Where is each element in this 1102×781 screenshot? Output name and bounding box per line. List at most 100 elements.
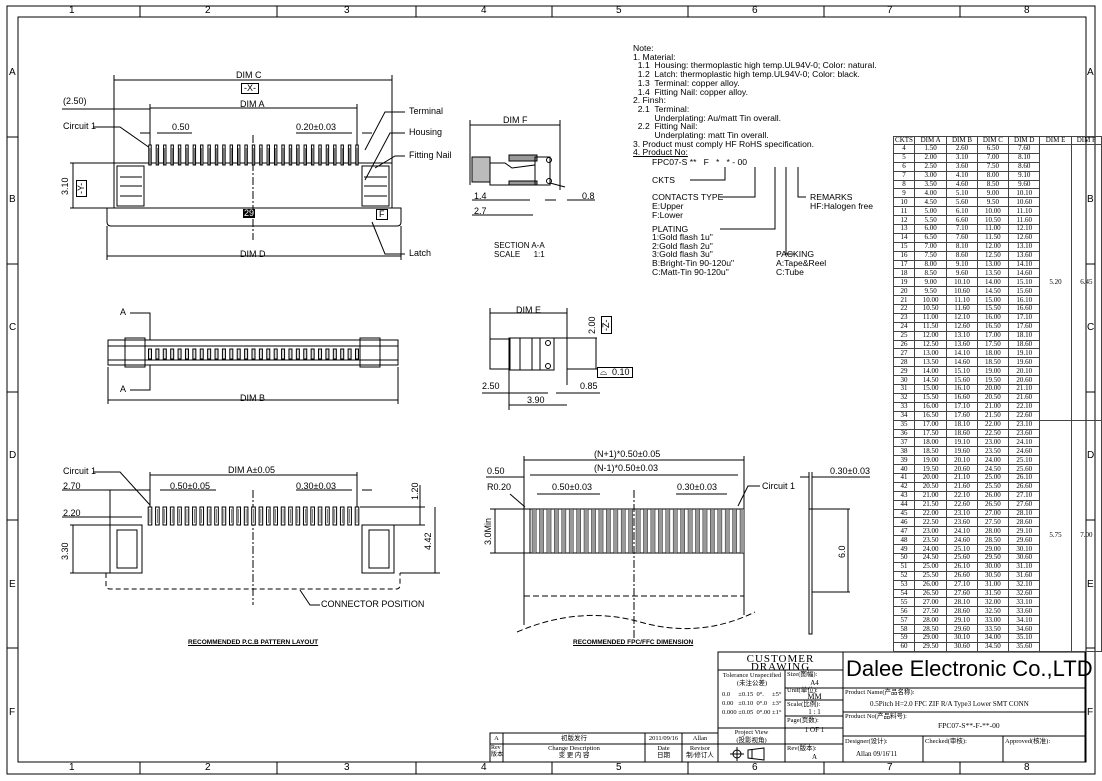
- table-cell: 8.10: [1008, 152, 1041, 163]
- table-cell: 27.60: [946, 588, 978, 599]
- bottom-terminal: [251, 348, 256, 360]
- zone-column-label-bottom: 3: [344, 762, 350, 773]
- table-cell: 24.60: [946, 535, 978, 546]
- table-cell: 21.00: [913, 490, 948, 501]
- fpc-pitch: 0.50±0.03: [552, 482, 592, 492]
- table-cell: 25: [893, 330, 915, 341]
- product-no-label: Product No(产品料号):: [845, 713, 907, 720]
- table-cell: 6.00: [913, 224, 948, 234]
- dimension-1-4: 1.4: [474, 191, 487, 201]
- table-cell: 29.50: [976, 552, 1010, 563]
- section-title: SECTION A-A: [494, 241, 545, 250]
- dim-a-label: DIM A: [240, 99, 265, 109]
- table-cell: 27.10: [946, 579, 978, 590]
- fitting-nail-callout: Fitting Nail: [409, 150, 452, 160]
- table-cell: 7.50: [913, 250, 948, 261]
- table-cell: 17.00: [913, 419, 948, 430]
- section-a-a-view: [469, 120, 595, 216]
- table-cell: 56: [893, 606, 915, 617]
- bottom-terminal: [347, 348, 352, 360]
- table-cell: 4.50: [913, 197, 948, 208]
- table-cell: 22.00: [976, 419, 1010, 430]
- dim-d-label: DIM D: [240, 249, 266, 259]
- zone-row-label-left: E: [9, 579, 16, 590]
- table-cell: 18.10: [946, 419, 978, 430]
- table-cell: 50: [893, 552, 915, 563]
- table-cell: 24.10: [1008, 437, 1041, 448]
- table-cell: 35.10: [1008, 632, 1041, 643]
- table-cell: 33.50: [976, 624, 1010, 634]
- dim-f-label: DIM F: [503, 115, 528, 125]
- title-block-lines: [489, 651, 1086, 763]
- zone-column-label-bottom: 2: [205, 762, 211, 773]
- revision-entry-date: 2011/09/16: [648, 735, 679, 742]
- bottom-terminal: [214, 348, 219, 360]
- option-item: 2:Gold flash 2u": [652, 240, 713, 251]
- table-cell: 10.10: [946, 277, 978, 288]
- table-cell: 30.10: [1008, 544, 1041, 554]
- table-cell: 12.60: [946, 321, 978, 332]
- table-cell: 34.60: [1008, 624, 1041, 634]
- table-cell: 17.60: [1008, 321, 1041, 332]
- table-cell: 8.60: [1008, 161, 1041, 172]
- table-cell: 28.60: [946, 606, 978, 617]
- page-value: 1 OF 1: [804, 726, 825, 734]
- fpc-gold-finger: [665, 508, 671, 554]
- table-cell: 8.00: [913, 259, 948, 270]
- table-cell: 14.00: [976, 277, 1010, 288]
- dim-c-label: DIM C: [236, 70, 262, 80]
- table-cell: 13.50: [913, 357, 948, 368]
- fpc-gold-finger: [568, 508, 574, 554]
- table-cell: 33.00: [976, 615, 1010, 626]
- table-cell: 29.10: [1008, 526, 1041, 537]
- table-cell: 23.10: [946, 508, 978, 519]
- table-cell: 17.10: [946, 401, 978, 412]
- table-cell: 7.50: [976, 161, 1010, 172]
- zone-column-label-bottom: 1: [69, 762, 75, 773]
- table-cell: 18.50: [913, 446, 948, 457]
- table-cell: 17.50: [976, 339, 1010, 350]
- scale-value: 1 : 1: [808, 708, 821, 716]
- table-cell: 13.00: [976, 259, 1010, 270]
- table-cell: 11: [893, 206, 915, 217]
- table-cell: 32.10: [1008, 579, 1041, 590]
- fpc-gold-finger: [732, 508, 737, 554]
- table-cell: 10.10: [1008, 188, 1041, 199]
- table-cell: 6.50: [913, 232, 948, 243]
- table-cell: 41: [893, 472, 915, 483]
- table-cell: 9.00: [976, 188, 1010, 199]
- bottom-terminal: [229, 348, 234, 360]
- connector-top-view: [62, 75, 405, 260]
- option-item: E:Upper: [652, 201, 684, 211]
- table-cell: 5.10: [946, 188, 978, 199]
- option-item: A:Tape&Reel: [776, 258, 827, 268]
- zone-column-label-bottom: 6: [752, 762, 758, 773]
- fpc-dimension-view: [486, 456, 870, 640]
- table-cell: 17: [893, 259, 915, 270]
- table-cell: 31: [893, 384, 915, 394]
- table-cell: 4.60: [946, 179, 978, 190]
- table-cell: 21.60: [1008, 392, 1041, 403]
- table-cell: 43: [893, 490, 915, 501]
- table-cell: 16.00: [976, 312, 1010, 323]
- table-cell: 12.10: [946, 312, 978, 323]
- table-cell: 26: [893, 339, 915, 350]
- bottom-terminal: [310, 348, 315, 360]
- zone-column-label-top: 4: [481, 5, 487, 16]
- date-header-cn: 日期: [657, 752, 670, 759]
- table-cell: 27.00: [976, 508, 1010, 519]
- table-cell: 11.50: [913, 321, 948, 332]
- table-cell: 46: [893, 517, 915, 528]
- table-cell: 30.10: [946, 632, 978, 643]
